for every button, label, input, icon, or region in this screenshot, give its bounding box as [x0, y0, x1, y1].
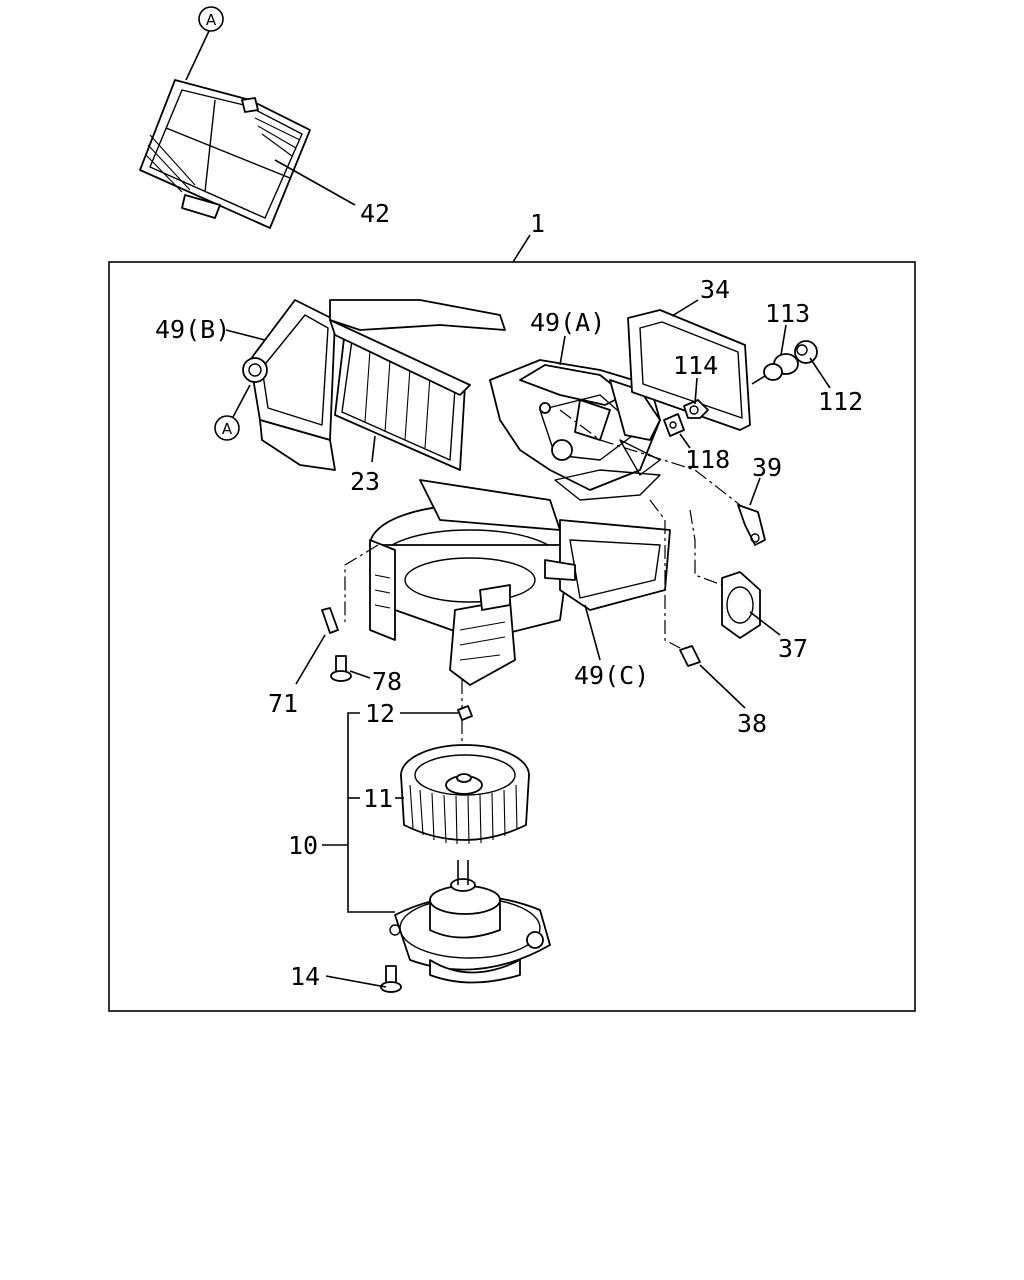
- blower-fan-11: [400, 744, 530, 845]
- reference-marker-a-label: A: [206, 11, 217, 29]
- screw-78: [330, 655, 352, 682]
- label-114: 114: [673, 351, 718, 380]
- leader-49a: [559, 335, 566, 366]
- leader-78: [349, 670, 371, 679]
- case-49c: [369, 479, 671, 686]
- label-118: 118: [685, 445, 730, 474]
- bracket-39: [737, 504, 766, 546]
- label-11: 11: [363, 784, 393, 813]
- label-10: 10: [288, 831, 318, 860]
- label-39: 39: [752, 453, 782, 482]
- label-14: 14: [290, 962, 320, 991]
- leader-112: [809, 357, 831, 389]
- label-23: 23: [350, 467, 380, 496]
- cap-112: [794, 340, 818, 364]
- blower-motor-10: [389, 860, 551, 984]
- leader-37: [749, 611, 781, 636]
- label-49a: 49(A): [530, 308, 605, 337]
- leader-42: [274, 159, 356, 206]
- leader-38: [699, 664, 746, 709]
- label-49c: 49(C): [574, 661, 649, 690]
- reference-marker-a-top: A: [185, 6, 224, 81]
- screw-14: [380, 965, 402, 993]
- leader-71: [295, 634, 326, 685]
- label-42: 42: [360, 199, 390, 228]
- label-71: 71: [268, 689, 298, 718]
- leader-49b: [225, 329, 266, 341]
- leader-14: [325, 975, 387, 988]
- label-1: 1: [530, 209, 545, 238]
- leader-34: [671, 299, 699, 317]
- case-49a: [489, 359, 661, 501]
- label-112: 112: [818, 387, 863, 416]
- case-49b: [242, 299, 506, 471]
- clip-12: [457, 705, 473, 721]
- leader-113: [780, 324, 787, 356]
- clip-38: [679, 645, 701, 667]
- bracket-71: [321, 607, 339, 634]
- leader-39: [749, 477, 761, 506]
- label-49b: 49(B): [155, 315, 230, 344]
- label-37: 37: [778, 634, 808, 663]
- label-38: 38: [737, 709, 767, 738]
- leader-23: [371, 435, 376, 463]
- leader-118: [679, 433, 691, 449]
- assembly-box: [108, 261, 916, 1012]
- filter-element-42: [139, 79, 311, 229]
- label-78: 78: [372, 667, 402, 696]
- gasket-37: [721, 571, 761, 639]
- reference-marker-a-label: A: [222, 420, 233, 438]
- label-113: 113: [765, 299, 810, 328]
- label-12: 12: [365, 699, 395, 728]
- leader-1: [512, 234, 531, 263]
- label-34: 34: [700, 275, 730, 304]
- cover-34: [627, 309, 751, 431]
- reference-marker-a-lower: A: [214, 384, 251, 441]
- assembly-guides: [344, 409, 741, 745]
- leader-49c: [584, 604, 601, 661]
- leader-114: [694, 377, 698, 405]
- bushing-113: [751, 353, 799, 385]
- clip-118: [663, 413, 685, 437]
- group-bracket-10: [347, 712, 395, 913]
